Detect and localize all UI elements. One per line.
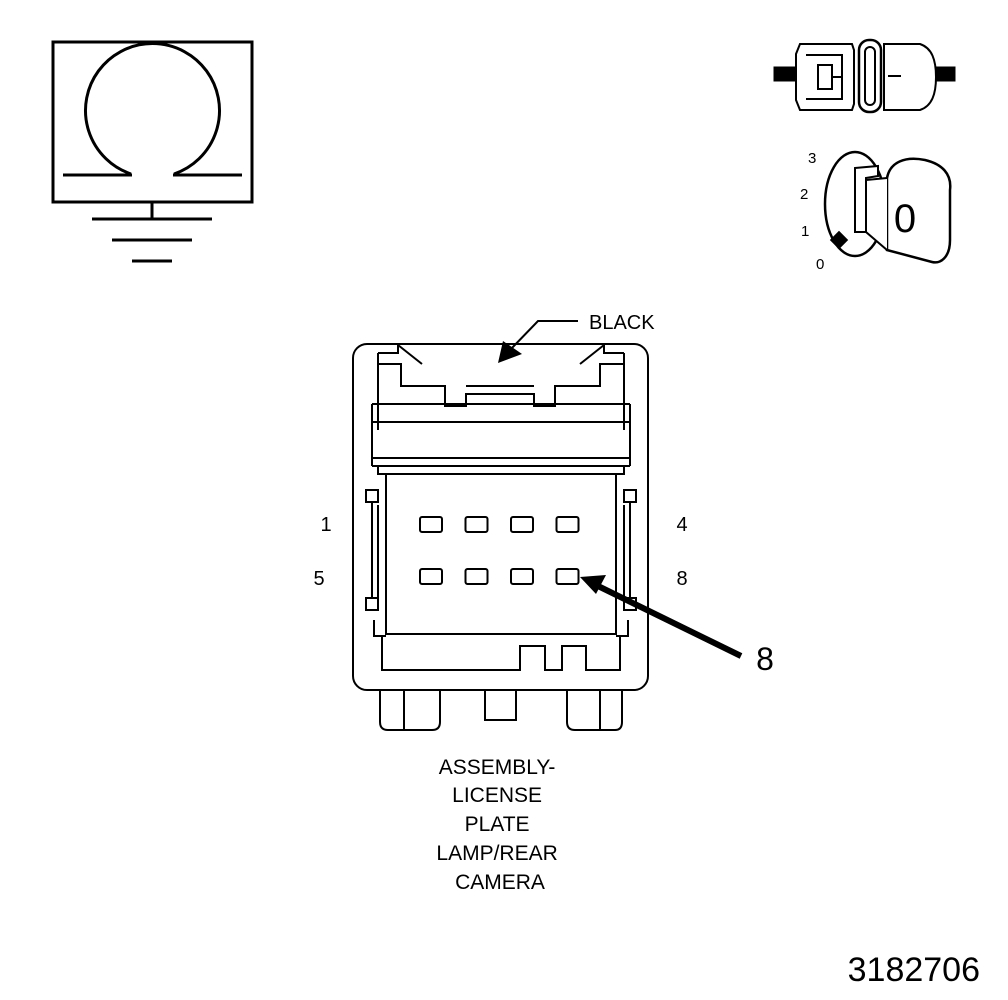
caption-line: LICENSE	[452, 784, 542, 807]
ignition-position-2: 2	[800, 186, 808, 203]
pin-label-1: 1	[320, 514, 331, 536]
ignition-position-0: 0	[816, 256, 824, 273]
pin-cavity-8	[555, 568, 580, 585]
ignition-switch-off-icon: 0 3 2 1 0	[800, 150, 952, 273]
ignition-position-1: 1	[801, 223, 809, 240]
caption-line: LAMP/REAR	[436, 842, 557, 865]
pin-callout-label: 8	[756, 641, 774, 677]
pin-cavity-3	[510, 516, 534, 533]
connector-color-label: BLACK	[589, 312, 655, 334]
pin-cavity-6	[464, 568, 489, 585]
pin-cavity-4	[555, 516, 580, 533]
caption-line: ASSEMBLY-	[439, 756, 556, 779]
ignition-position-3: 3	[808, 150, 816, 167]
color-callout-leader	[498, 320, 578, 363]
ohmmeter-ground-icon	[51, 40, 254, 263]
pin-cavity-7	[510, 568, 534, 585]
caption-line: PLATE	[465, 813, 530, 836]
figure-id: 3182706	[848, 951, 980, 989]
pin-label-8: 8	[676, 568, 687, 590]
pin-cavity-5	[419, 568, 443, 585]
connector-caption: ASSEMBLY- LICENSE PLATE LAMP/REAR CAMERA	[436, 756, 563, 894]
caption-line: CAMERA	[455, 871, 545, 894]
pin-label-4: 4	[676, 514, 687, 536]
connector-disconnect-icon	[773, 38, 956, 114]
pin-cavity-1	[419, 516, 443, 533]
pin-callout-arrow	[580, 575, 743, 659]
pin-label-5: 5	[313, 568, 324, 590]
pin-cavity-2	[464, 516, 489, 533]
connector-face-view	[352, 343, 649, 731]
connector-pin-cavities	[419, 516, 580, 585]
ignition-key-position-label: 0	[894, 197, 916, 241]
